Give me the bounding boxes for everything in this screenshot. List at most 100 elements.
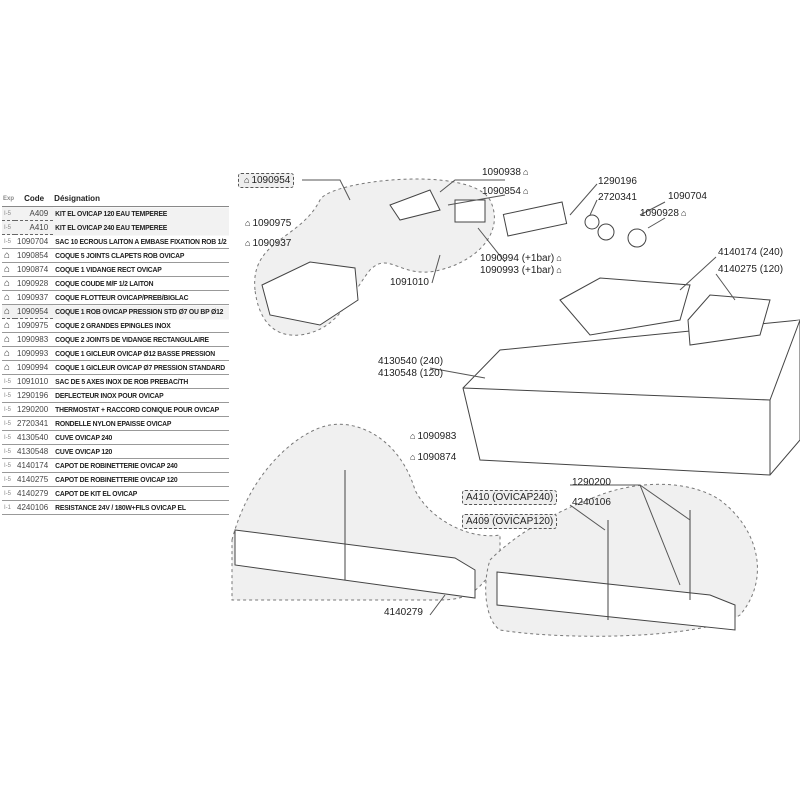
exp-cell: I-5 xyxy=(2,374,16,389)
exploded-view-icon: ⌂ xyxy=(522,186,529,196)
exploded-view-icon: ⌂ xyxy=(2,276,16,291)
designation-cell: RESISTANCE 24V / 180W+FILS OVICAP EL xyxy=(53,499,229,516)
callout-text: 1090954 xyxy=(251,175,291,186)
callout-text: 1090994 (+1bar) xyxy=(480,253,555,264)
callout-text: 1090874 xyxy=(417,452,457,463)
callout-text: 1090704 xyxy=(668,191,707,202)
callout-text: A409 (OVICAP120) xyxy=(466,516,554,527)
code-cell: 1090954 xyxy=(15,304,54,319)
code-cell: 4240106 xyxy=(15,500,54,515)
code-cell: 1090874 xyxy=(15,262,54,277)
exploded-view-icon: ⌂ xyxy=(556,253,562,263)
exploded-view-icon: ⌂ xyxy=(522,167,529,177)
exp-cell: I-5 xyxy=(2,402,16,417)
callout-text: 1091010 xyxy=(390,277,429,288)
exp-cell: I-5 xyxy=(2,416,16,431)
designation-cell: DEFLECTEUR INOX POUR OVICAP xyxy=(53,387,229,404)
callout-label: 4140174 (240) xyxy=(718,247,783,258)
callout-label: ⌂1090975 xyxy=(243,218,291,229)
callout-text: 4130548 (120) xyxy=(378,368,444,379)
exp-cell: I-5 xyxy=(2,444,16,459)
code-cell: A409 xyxy=(15,206,54,221)
callout-text: 1290196 xyxy=(598,176,637,187)
exp-cell: I-5 xyxy=(2,472,16,487)
table-header: Exp Code Désignation xyxy=(2,191,229,207)
callout-label: 1090994 (+1bar)⌂ xyxy=(480,253,564,264)
exp-cell: I-5 xyxy=(2,388,16,403)
exploded-view-icon: ⌂ xyxy=(245,218,251,228)
code-cell: 1290200 xyxy=(15,402,54,417)
exploded-view-icon: ⌂ xyxy=(2,304,16,319)
code-cell: 4140279 xyxy=(15,486,54,501)
exploded-view-icon: ⌂ xyxy=(2,360,16,375)
code-cell: 1090937 xyxy=(15,290,54,305)
designation-cell: THERMOSTAT + RACCORD CONIQUE POUR OVICAP xyxy=(53,401,229,418)
callout-text: 4140275 (120) xyxy=(718,264,784,275)
designation-cell: COQUE 2 JOINTS DE VIDANGE RECTANGULAIRE xyxy=(53,331,229,348)
exp-cell: I-5 xyxy=(2,430,16,445)
designation-cell: COQUE 1 VIDANGE RECT OVICAP xyxy=(53,261,229,278)
code-cell: 4140174 xyxy=(15,458,54,473)
designation-cell: COQUE COUDE M/F 1/2 LAITON xyxy=(53,275,229,292)
header-designation: Désignation xyxy=(53,191,229,207)
leader-lines xyxy=(302,179,736,616)
exploded-view-icon: ⌂ xyxy=(2,318,16,333)
designation-cell: KIT EL OVICAP 120 EAU TEMPEREE xyxy=(53,205,229,222)
exp-cell: I-5 xyxy=(2,220,16,235)
designation-cell: COQUE 2 GRANDES EPINGLES INOX xyxy=(53,317,229,334)
code-cell: 1090975 xyxy=(15,318,54,333)
header-code: Code xyxy=(15,191,54,207)
callout-label: 4240106 xyxy=(572,497,611,508)
code-cell: 4130548 xyxy=(15,444,54,459)
callout-label: 4130540 (240) xyxy=(378,356,443,367)
designation-cell: COQUE 1 GICLEUR OVICAP Ø7 PRESSION STAND… xyxy=(53,359,229,376)
exploded-view-icon: ⌂ xyxy=(680,208,687,218)
exp-cell: I-5 xyxy=(2,234,16,249)
callout-text: 4240106 xyxy=(572,497,611,508)
code-cell: 1090704 xyxy=(15,234,54,249)
code-cell: 2720341 xyxy=(15,416,54,431)
callout-label: 1290196 xyxy=(598,176,637,187)
exploded-view-icon: ⌂ xyxy=(244,175,250,185)
valve-parts xyxy=(389,189,647,248)
callout-text: 1090993 (+1bar) xyxy=(480,265,555,276)
designation-cell: CAPOT DE ROBINETTERIE OVICAP 240 xyxy=(53,457,229,474)
exploded-view-icon: ⌂ xyxy=(2,332,16,347)
callout-text: 1290200 xyxy=(572,477,611,488)
heating-kit-120 xyxy=(496,510,736,631)
code-cell: 1090983 xyxy=(15,332,54,347)
exploded-view-icon: ⌂ xyxy=(2,262,16,277)
header-exp: Exp xyxy=(2,191,16,207)
callout-label: 1090938⌂ xyxy=(482,167,530,178)
designation-cell: RONDELLE NYLON EPAISSE OVICAP xyxy=(53,415,229,432)
callout-label: A410 (OVICAP240) xyxy=(462,490,558,505)
designation-cell: CUVE OVICAP 120 xyxy=(53,443,229,460)
exp-cell: I-5 xyxy=(2,458,16,473)
callout-text: 1090854 xyxy=(482,186,521,197)
code-cell: 1090854 xyxy=(15,248,54,263)
callout-text: 1090938 xyxy=(482,167,521,178)
callout-label: 1290200 xyxy=(572,477,611,488)
designation-cell: CAPOT DE ROBINETTERIE OVICAP 120 xyxy=(53,471,229,488)
code-cell: A410 xyxy=(15,220,54,235)
